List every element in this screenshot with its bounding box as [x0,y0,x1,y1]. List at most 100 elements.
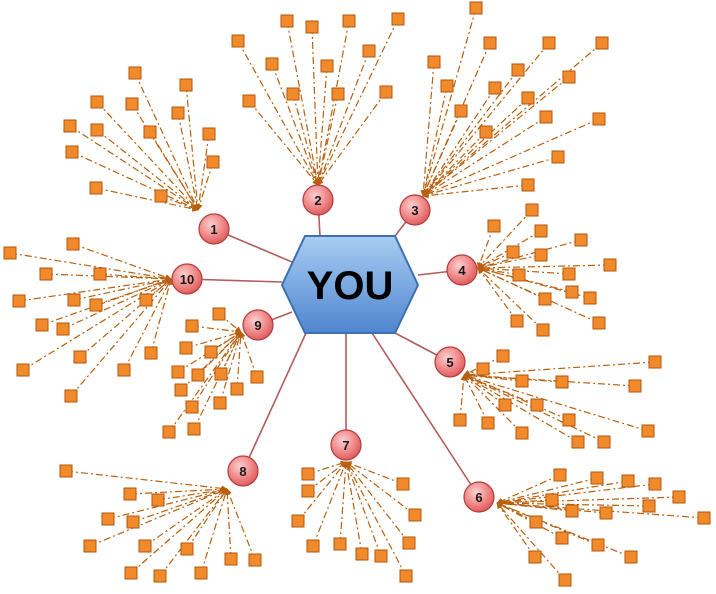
spoke-node-6: 6 [463,481,495,513]
leaf-node [481,416,495,430]
leaf-arrow [422,184,529,199]
leaf-arrow [70,278,172,397]
leaf-node [565,285,579,299]
leaf-arrow [422,116,547,197]
leaf-arrow [317,91,387,186]
leaf-arrow [226,488,256,561]
leaf-cluster-10 [3,237,173,403]
leaf-node [528,550,542,564]
leaf-node [125,97,139,111]
leaf-arrow [219,331,243,404]
leaf-arrow [477,267,518,322]
leaf-arrow [237,40,319,186]
leaf-node [171,365,185,379]
leaf-arrow [496,474,561,504]
leaf-arrow [195,133,210,211]
spoke-circle [330,429,362,461]
leaf-node [440,79,454,93]
leaf-node [89,298,103,312]
leaf-node [342,14,356,28]
leaf-node [408,508,422,522]
leaf-arrow [496,502,566,581]
spoke-circle [446,254,478,286]
hub-label: YOU [307,264,394,308]
leaf-arrow [96,101,199,211]
leaf-node [487,219,501,233]
leaf-arrow [477,264,611,271]
leaf-node [162,425,176,439]
leaf-arrow [62,278,172,330]
spoke-node-10: 10 [171,263,203,295]
leaf-arrow [157,486,228,501]
leaf-arrow [463,372,636,387]
leaf-node [512,268,526,282]
leaf-node [90,95,104,109]
leaf-arrow [196,161,214,211]
leaf-arrow [459,374,467,421]
leaf-arrow [345,461,404,485]
leaf-node [124,566,138,580]
leaf-node [224,552,238,566]
leaf-node [265,57,279,71]
leaf-node [592,316,606,330]
leaf-node [128,66,142,80]
leaf-arrow [422,156,559,198]
spoke-node-7: 7 [330,429,362,461]
leaf-node [551,150,565,164]
spoke-node-1: 1 [198,213,230,245]
leaf-arrow [422,42,550,197]
leaf-node [362,44,376,58]
leaf-node [126,515,140,529]
leaf-node [179,78,193,92]
leaf-node [574,233,588,247]
leaf-node [248,553,262,567]
leaf-node [286,87,300,101]
leaf-arrow [477,239,582,270]
spoke-label: 10 [180,272,194,287]
leaf-node [206,155,220,169]
leaf-arrow [123,278,172,371]
leaf-node [536,323,550,337]
leaf-arrow [463,374,579,443]
leaf-node [506,245,520,259]
leaf-node [539,110,553,124]
leaf-arrow [89,488,228,547]
leaf-node [530,398,544,412]
spoke-node-3: 3 [399,194,431,226]
leaf-node [562,70,576,84]
leaf-arrow [317,50,370,186]
leaf-arrow [99,273,172,282]
leaf-node [374,549,388,563]
leaf-arrow [463,374,506,406]
leaf-node [151,493,165,507]
leaf-arrow [477,254,542,270]
leaf-node [305,20,319,34]
leaf-node [355,547,369,561]
leaf-node [496,349,510,363]
leaf-node [628,379,642,393]
leaf-arrow [316,93,339,186]
leaf-node [230,382,244,396]
leaf-node [521,91,535,105]
leaf-arrow [22,278,172,371]
leaf-node [73,350,87,364]
leaf-arrow [422,118,600,197]
leaf-node [35,318,49,332]
leaf-node [202,127,216,141]
leaf-node [603,258,617,272]
leaf-arrow [95,187,199,212]
leaf-arrow [286,20,320,186]
leaf-node [93,267,107,281]
leaf-arrow [180,331,242,391]
leaf-arrow [130,488,228,574]
leaf-arrow [421,7,477,197]
spoke-circle [434,346,466,378]
leaf-node [117,363,131,377]
leaf-arrow [496,500,705,519]
leaf-node [453,413,467,427]
leaf-node [194,566,208,580]
leaf-arrow [463,374,570,421]
leaf-arrow [496,477,598,505]
